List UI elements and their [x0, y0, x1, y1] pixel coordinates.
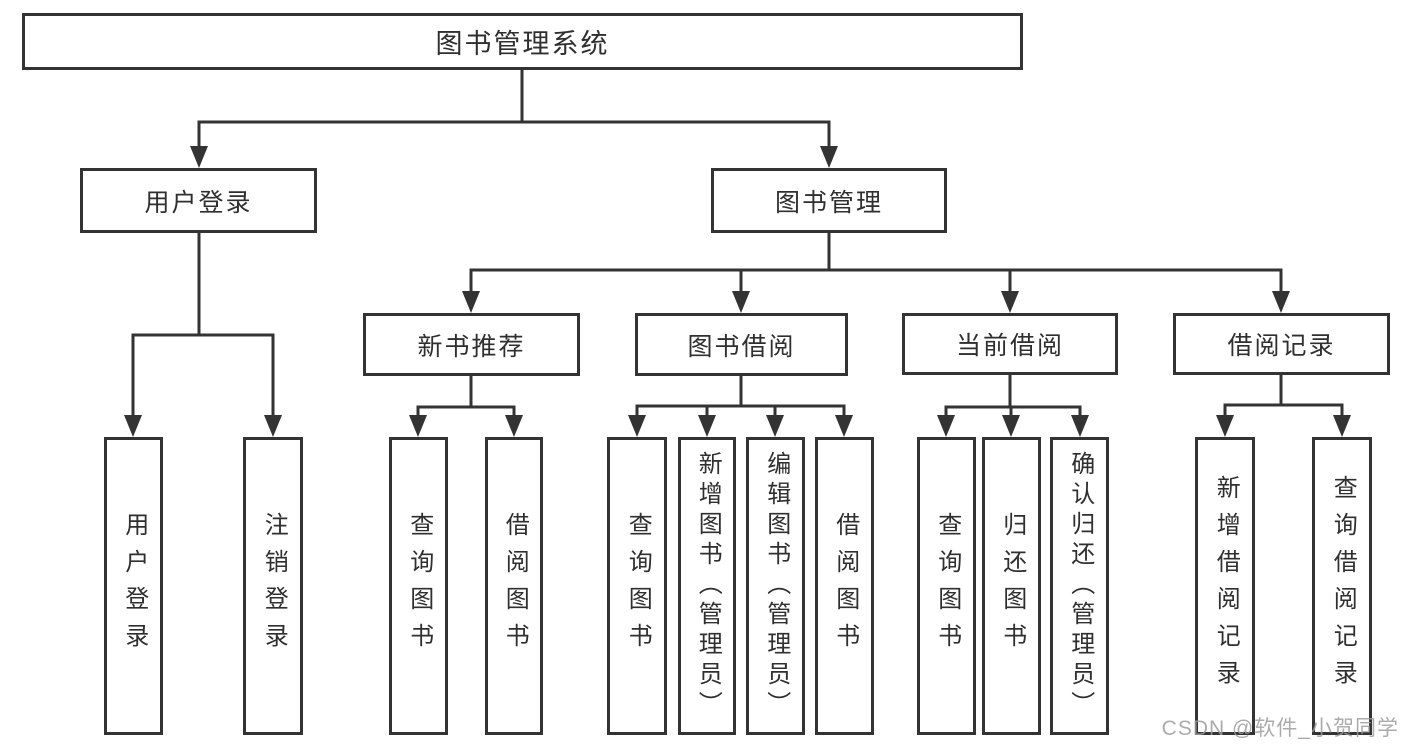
- node-book-management: 图书管理: [711, 168, 947, 233]
- leaf-query-books-3: 查询图书: [917, 437, 976, 735]
- node-current-borrowing-label: 当前借阅: [955, 332, 1064, 360]
- edge-newbooks-to-leaves: [409, 376, 523, 437]
- leaf-add-books-admin-label: 新增图书（管理员）: [694, 451, 722, 721]
- node-root: 图书管理系统: [22, 13, 1023, 70]
- node-borrow-records: 借阅记录: [1173, 313, 1390, 375]
- leaf-query-borrow-record-label: 查询借阅记录: [1329, 475, 1357, 697]
- node-book-borrowing: 图书借阅: [635, 313, 848, 376]
- leaf-add-borrow-record-label: 新增借阅记录: [1212, 475, 1240, 697]
- leaf-user-login-label: 用户登录: [120, 512, 148, 660]
- leaf-return-books: 归还图书: [982, 437, 1041, 735]
- leaf-borrow-books-2-label: 借阅图书: [831, 512, 859, 660]
- edge-records-to-leaves: [1216, 375, 1351, 437]
- node-root-label: 图书管理系统: [435, 29, 610, 59]
- leaf-query-books-2-label: 查询图书: [624, 512, 652, 660]
- edge-current-to-leaves: [937, 375, 1089, 437]
- leaf-confirm-return-admin: 确认归还（管理员）: [1050, 437, 1109, 735]
- node-book-management-label: 图书管理: [774, 188, 883, 217]
- leaf-query-books-2: 查询图书: [607, 437, 667, 735]
- node-new-book-recommend-label: 新书推荐: [417, 332, 526, 361]
- edge-userlogin-to-leaves: [124, 233, 282, 437]
- leaf-add-borrow-record: 新增借阅记录: [1195, 437, 1255, 735]
- node-new-book-recommend: 新书推荐: [363, 313, 580, 376]
- leaf-add-books-admin: 新增图书（管理员）: [678, 437, 736, 735]
- leaf-edit-books-admin-label: 编辑图书（管理员）: [762, 451, 790, 721]
- node-book-borrowing-label: 图书借阅: [687, 332, 796, 361]
- node-user-login: 用户登录: [80, 168, 317, 233]
- leaf-query-books-1-label: 查询图书: [405, 512, 433, 660]
- leaf-return-books-label: 归还图书: [998, 512, 1026, 660]
- leaf-logout: 注销登录: [243, 437, 303, 735]
- csdn-watermark: CSDN @软件_小贺同学: [1161, 717, 1399, 740]
- edge-bookmgmt-to-level3: [462, 231, 1290, 313]
- leaf-borrow-books-1-label: 借阅图书: [501, 512, 529, 660]
- leaf-query-borrow-record: 查询借阅记录: [1312, 437, 1372, 735]
- leaf-confirm-return-admin-label: 确认归还（管理员）: [1066, 451, 1094, 721]
- node-borrow-records-label: 借阅记录: [1227, 332, 1336, 360]
- leaf-user-login: 用户登录: [104, 437, 163, 735]
- edge-borrowing-to-leaves: [628, 376, 853, 437]
- edge-root-to-level2: [190, 70, 838, 168]
- leaf-query-books-3-label: 查询图书: [933, 512, 961, 660]
- leaf-borrow-books-1: 借阅图书: [485, 437, 543, 735]
- leaf-query-books-1: 查询图书: [389, 437, 448, 735]
- node-current-borrowing: 当前借阅: [902, 313, 1118, 375]
- leaf-borrow-books-2: 借阅图书: [815, 437, 874, 735]
- leaf-logout-label: 注销登录: [260, 512, 288, 660]
- leaf-edit-books-admin: 编辑图书（管理员）: [746, 437, 805, 735]
- node-user-login-label: 用户登录: [144, 188, 253, 217]
